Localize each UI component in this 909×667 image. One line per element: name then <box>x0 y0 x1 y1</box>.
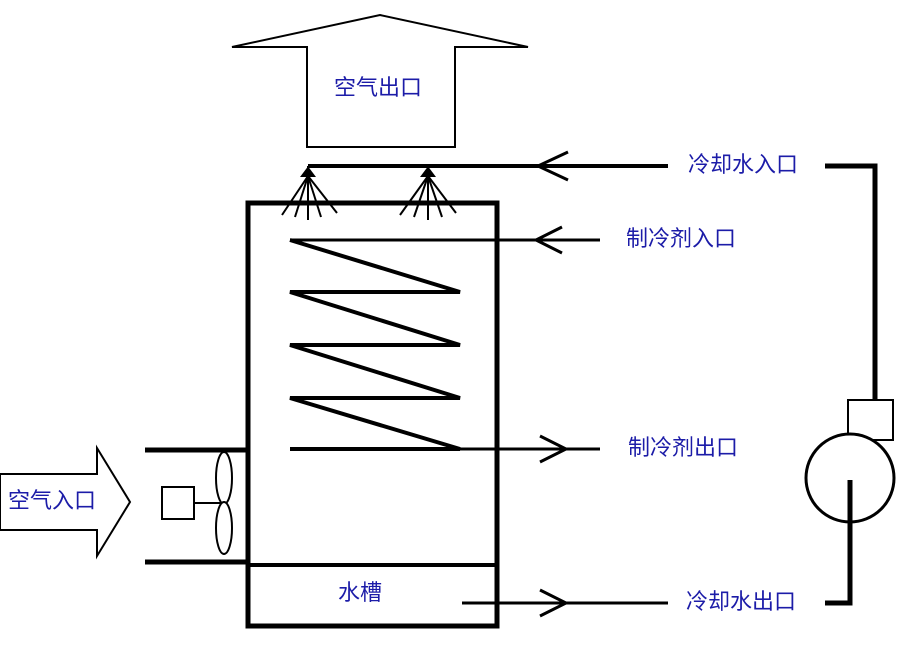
refrigerant-coil <box>289 238 461 451</box>
air-outlet-arrow <box>231 13 529 148</box>
refrigerant-outlet-arrowhead <box>539 434 570 464</box>
pump-discharge-line <box>825 163 878 400</box>
air-outlet-label: 空气出口 <box>334 76 423 101</box>
cooling-water-outlet-arrowhead <box>539 588 570 618</box>
condenser-housing <box>245 200 500 629</box>
refrigerant-outlet-label: 制冷剂出口 <box>628 436 739 461</box>
refrigerant-inlet-label: 制冷剂入口 <box>626 227 737 252</box>
spray-nozzle-right <box>399 166 457 220</box>
cooling-water-inlet-label: 冷却水入口 <box>688 153 799 178</box>
air-inlet-label: 空气入口 <box>8 489 97 514</box>
fan-blade-upper <box>215 451 233 505</box>
fan-blade-lower <box>215 501 233 555</box>
cooling-water-inlet-arrowhead <box>534 150 569 182</box>
cooling-water-outlet-label: 冷却水出口 <box>686 590 797 615</box>
air-inlet-arrow <box>0 444 132 560</box>
water-tank-label: 水槽 <box>338 581 383 606</box>
refrigerant-inlet-arrowhead <box>532 225 563 255</box>
fan-motor <box>161 486 195 520</box>
spray-nozzle-left <box>281 166 338 220</box>
